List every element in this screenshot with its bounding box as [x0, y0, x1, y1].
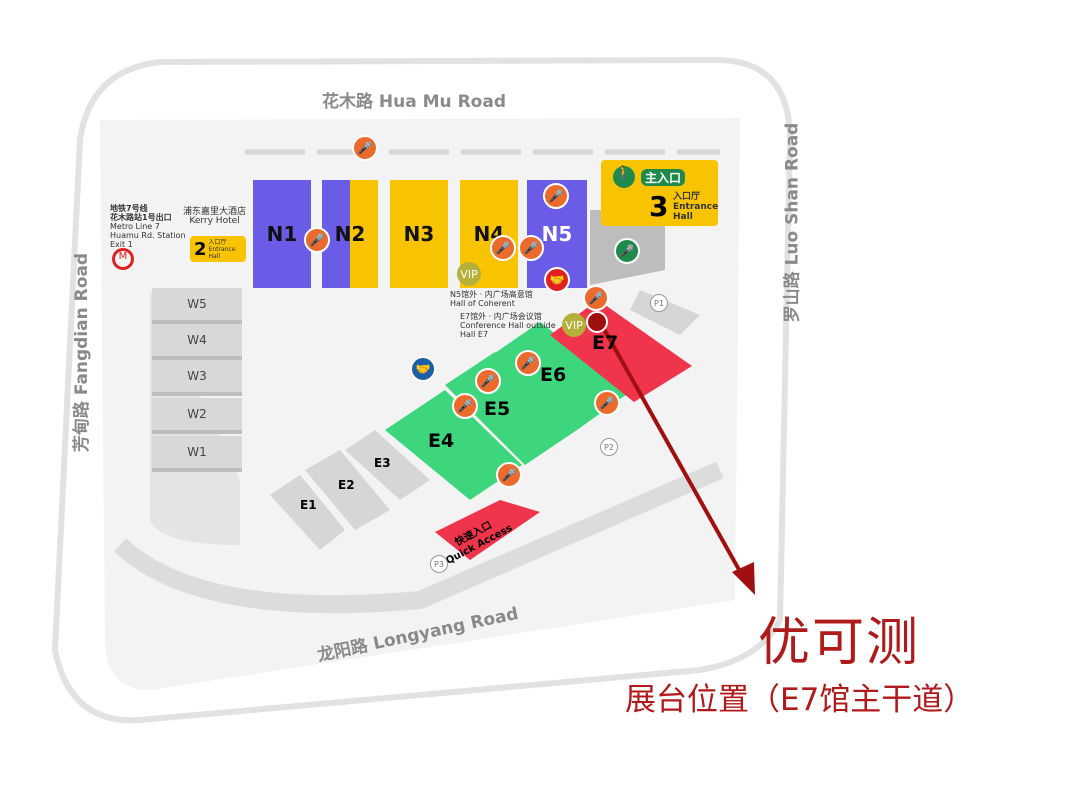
booth-title: 优可测	[758, 613, 921, 673]
parking-p1: P1	[650, 294, 668, 312]
hall-n3[interactable]: N3	[390, 180, 448, 288]
mic-icon: 🎤	[304, 227, 330, 253]
vip-badge-e7: VIP	[562, 313, 586, 337]
mic-icon: 🎤	[583, 285, 609, 311]
booth-marker	[586, 311, 608, 333]
mic-icon: 🎤	[352, 135, 378, 161]
booth-subtitle: 展台位置（E7馆主干道）	[625, 682, 975, 718]
mic-icon: 🎤	[496, 462, 522, 488]
mic-icon: 🎤	[490, 235, 516, 261]
metro-icon: M	[112, 248, 134, 270]
hall-e1-shape	[270, 475, 345, 550]
hall-w1[interactable]: W1	[152, 436, 242, 472]
hall-e1[interactable]: E1	[300, 498, 317, 512]
mic-icon: 🎤	[594, 390, 620, 416]
hall-e5[interactable]: E5	[484, 398, 511, 420]
mic-icon: 🎤	[543, 183, 569, 209]
handshake-icon: 🤝	[410, 356, 436, 382]
hall-w2[interactable]: W2	[152, 398, 242, 434]
mic-icon: 🎤	[614, 238, 640, 264]
location-arrow	[598, 321, 744, 576]
entrance-3-title: 主入口	[641, 169, 686, 186]
mic-icon: 🎤	[515, 350, 541, 376]
walk-icon: 🚶	[613, 166, 635, 188]
parking-p2: P2	[600, 438, 618, 456]
hall-w3[interactable]: W3	[152, 360, 242, 396]
hall-e7[interactable]: E7	[592, 332, 619, 354]
hall-e2-shape	[305, 450, 390, 530]
road-west: 芳甸路 Fangdian Road	[72, 252, 93, 453]
hall-w5[interactable]: W5	[152, 288, 242, 324]
hall-w4[interactable]: W4	[152, 324, 242, 360]
parking-p3: P3	[430, 555, 448, 573]
entrance-3-number: 3	[649, 190, 669, 223]
quick-access-shape	[435, 500, 540, 560]
hall-e4-shape	[385, 390, 522, 500]
handshake-icon: 🤝	[544, 267, 570, 293]
vip-badge-n4: VIP	[457, 262, 481, 286]
mic-icon: 🎤	[518, 235, 544, 261]
hall-e2[interactable]: E2	[338, 478, 355, 492]
hall-e6[interactable]: E6	[540, 364, 567, 386]
hall-e3[interactable]: E3	[374, 456, 391, 470]
hall-n2[interactable]: N2	[322, 180, 378, 288]
hall-e3-shape	[345, 430, 430, 500]
road-east: 罗山路 Luo Shan Road	[782, 122, 803, 323]
hall-n1[interactable]: N1	[253, 180, 311, 288]
road-north: 花木路 Hua Mu Road	[322, 92, 506, 112]
hall-e4[interactable]: E4	[428, 430, 455, 452]
mic-icon: 🎤	[475, 368, 501, 394]
mic-icon: 🎤	[452, 393, 478, 419]
